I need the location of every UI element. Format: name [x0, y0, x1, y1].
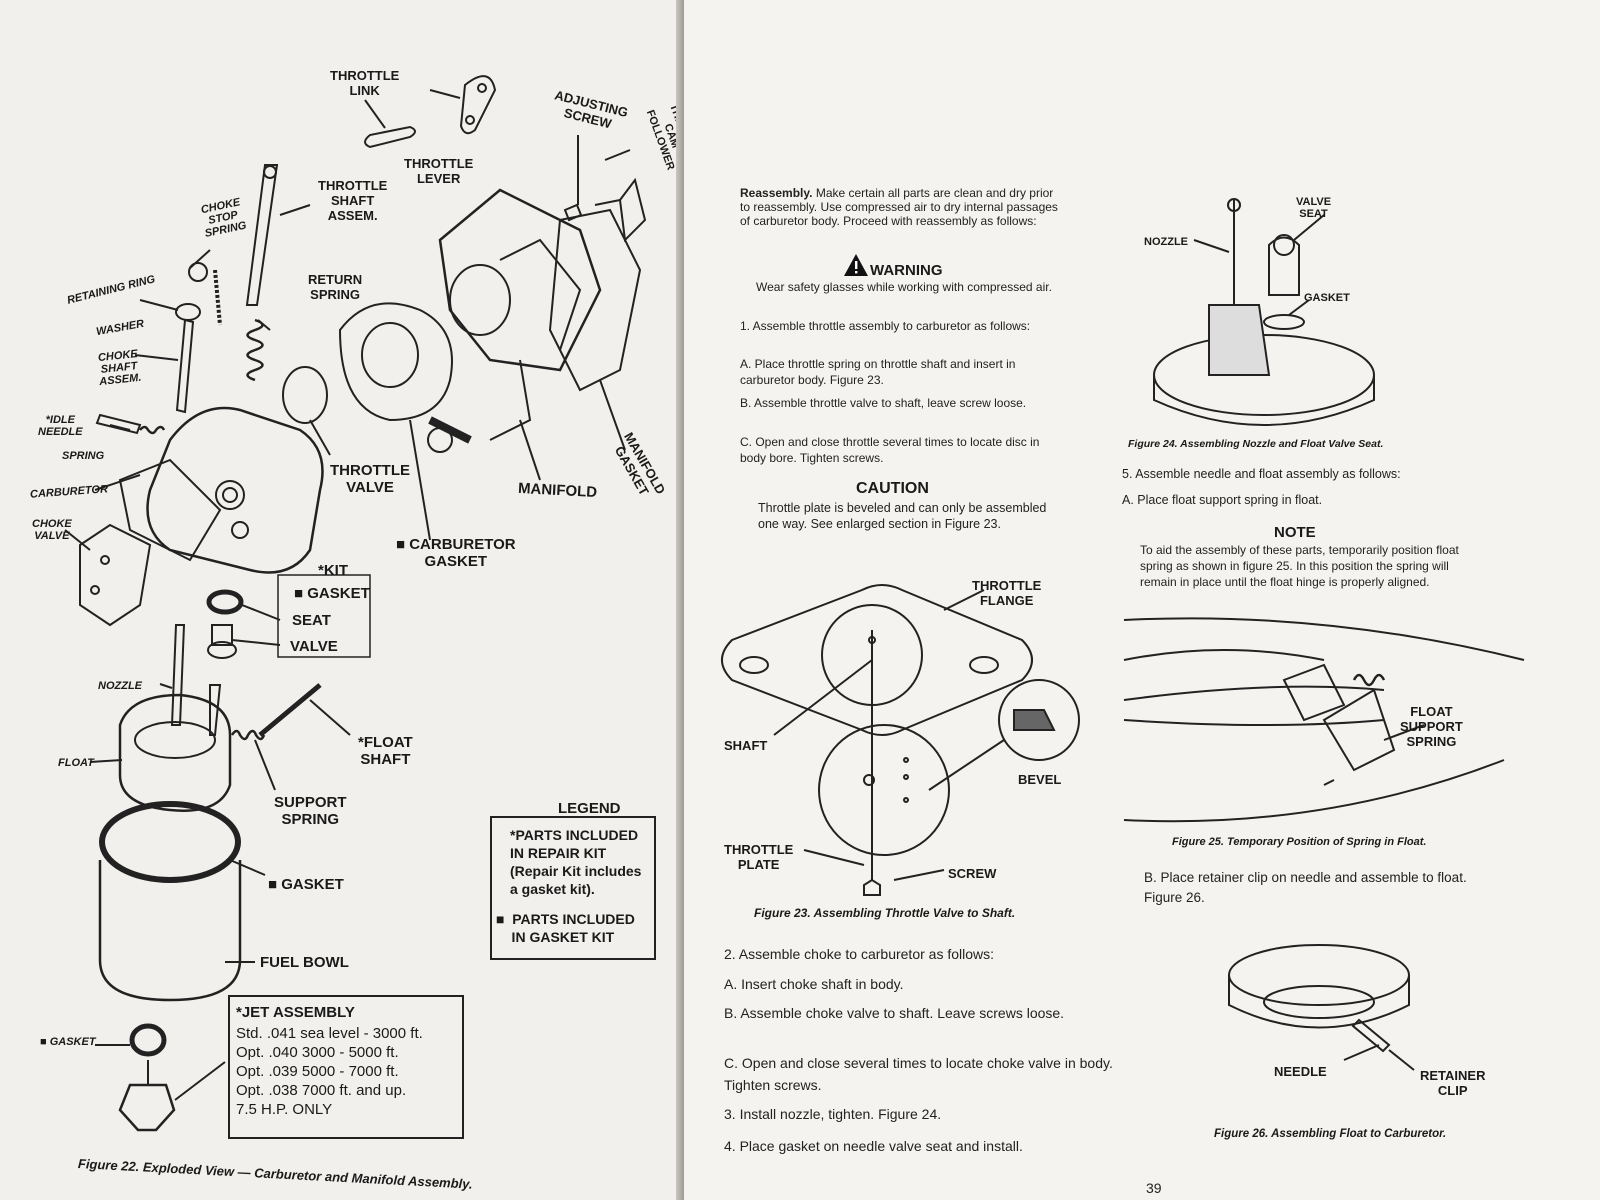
- figure-23-caption: Figure 23. Assembling Throttle Valve to …: [754, 906, 1016, 920]
- callout-lower-gasket: ■ GASKET: [40, 1036, 96, 1048]
- callout-return-spring: RETURN SPRING: [308, 272, 363, 302]
- exploded-view-drawing: [64, 75, 647, 1132]
- fig23-shaft: SHAFT: [724, 738, 768, 753]
- callout-idle-needle: *IDLE NEEDLE: [38, 414, 83, 438]
- callout-throttle-lever: THROTTLE LEVER: [404, 156, 474, 186]
- step-5b: B. Place retainer clip on needle and ass…: [1144, 870, 1467, 905]
- note-text: To aid the assembly of these parts, temp…: [1140, 543, 1459, 589]
- callout-float: FLOAT: [58, 757, 94, 769]
- step-1a: A. Place throttle spring on throttle sha…: [740, 357, 1016, 387]
- callout-bowl-gasket: ■ GASKET: [268, 876, 344, 893]
- callout-fuel-bowl: FUEL BOWL: [260, 954, 349, 971]
- step-2c: C. Open and close several times to locat…: [724, 1055, 1113, 1093]
- legend-item-repair-kit: *PARTS INCLUDED IN REPAIR KIT (Repair Ki…: [510, 827, 642, 897]
- step-4: 4. Place gasket on needle valve seat and…: [724, 1138, 1023, 1154]
- step-3: 3. Install nozzle, tighten. Figure 24.: [724, 1106, 942, 1122]
- reassembly-text: Make certain all parts are clean and dry…: [740, 186, 1058, 228]
- fig24-nozzle: NOZZLE: [1144, 236, 1188, 248]
- figure-24-drawing: [1153, 198, 1375, 426]
- reassembly-lead: Reassembly.: [740, 186, 813, 200]
- callout-carburetor-gasket: ■ CARBURETOR GASKET: [396, 536, 516, 570]
- callout-seat: SEAT: [292, 612, 331, 629]
- callout-throttle-shaft-assem: THROTTLE SHAFT ASSEM.: [318, 178, 388, 223]
- caution-text: Throttle plate is beveled and can only b…: [758, 501, 1047, 531]
- step-2: 2. Assemble choke to carburetor as follo…: [724, 946, 995, 962]
- step-1b: B. Assemble throttle valve to shaft, lea…: [740, 396, 1027, 410]
- fig23-throttle-flange: THROTTLE FLANGE: [972, 578, 1042, 608]
- callout-choke-valve: CHOKE VALVE: [32, 518, 72, 542]
- figure-26-caption: Figure 26. Assembling Float to Carbureto…: [1214, 1128, 1447, 1140]
- fig26-needle: NEEDLE: [1274, 1064, 1327, 1079]
- figure-23-drawing: [721, 584, 1080, 896]
- step-2a: A. Insert choke shaft in body.: [724, 976, 904, 992]
- step-5a: A. Place float support spring in float.: [1122, 493, 1323, 507]
- jet-assembly-title: *JET ASSEMBLY: [236, 1004, 355, 1021]
- callout-spring: SPRING: [62, 450, 105, 462]
- callout-throttle-valve: THROTTLE VALVE: [330, 462, 410, 496]
- callout-throttle-link: THROTTLE LINK: [330, 68, 400, 98]
- fig25-float-support-spring: FLOAT SUPPORT SPRING: [1400, 704, 1463, 749]
- step-5: 5. Assemble needle and float assembly as…: [1122, 467, 1401, 481]
- left-page: THROTTLE LINK THROTTLE LEVER ADJUSTING S…: [0, 0, 688, 1200]
- jet-assembly-lines: Std. .041 sea level - 3000 ft. Opt. .040…: [236, 1025, 423, 1118]
- callout-nozzle: NOZZLE: [98, 680, 142, 692]
- callout-choke-shaft-assem: CHOKE SHAFT ASSEM.: [97, 348, 142, 389]
- figure-24-caption: Figure 24. Assembling Nozzle and Float V…: [1128, 438, 1384, 450]
- fig23-screw: SCREW: [948, 866, 997, 881]
- figure-25-caption: Figure 25. Temporary Position of Spring …: [1172, 836, 1427, 848]
- figure-26-drawing: [1228, 944, 1415, 1071]
- right-page: Reassembly. Make certain all parts are c…: [684, 0, 1600, 1200]
- callout-kit-gasket: ■ GASKET: [294, 585, 370, 602]
- legend-title: LEGEND: [558, 800, 621, 817]
- warning-title: WARNING: [870, 262, 943, 279]
- fig23-bevel: BEVEL: [1018, 772, 1062, 787]
- fig23-throttle-plate: THROTTLE PLATE: [724, 842, 794, 872]
- step-2b: B. Assemble choke valve to shaft. Leave …: [724, 1005, 1065, 1021]
- warning-text: Wear safety glasses while working with c…: [756, 280, 1052, 294]
- note-title: NOTE: [1274, 524, 1316, 541]
- legend-box: [490, 816, 656, 960]
- fig24-valve-seat: VALVE SEAT: [1296, 196, 1332, 220]
- warning-icon: [844, 254, 868, 276]
- callout-support-spring: SUPPORT SPRING: [274, 794, 347, 828]
- callout-float-shaft: *FLOAT SHAFT: [358, 734, 413, 768]
- step-1c: C. Open and close throttle several times…: [740, 435, 1040, 465]
- caution-title: CAUTION: [856, 480, 929, 497]
- step-1: 1. Assemble throttle assembly to carbure…: [740, 319, 1031, 333]
- fig24-gasket: GASKET: [1304, 292, 1350, 304]
- reassembly-paragraph: Reassembly. Make certain all parts are c…: [740, 186, 1060, 228]
- fig26-retainer-clip: RETAINER CLIP: [1420, 1068, 1486, 1098]
- legend-item-gasket-kit: ■ PARTS INCLUDED IN GASKET KIT: [496, 911, 635, 945]
- page-number: 39: [1146, 1180, 1162, 1196]
- callout-kit: *KIT: [318, 562, 348, 579]
- figure-25-drawing: [1123, 617, 1525, 823]
- jet-assembly-box: [228, 995, 464, 1139]
- callout-valve: VALVE: [290, 638, 338, 655]
